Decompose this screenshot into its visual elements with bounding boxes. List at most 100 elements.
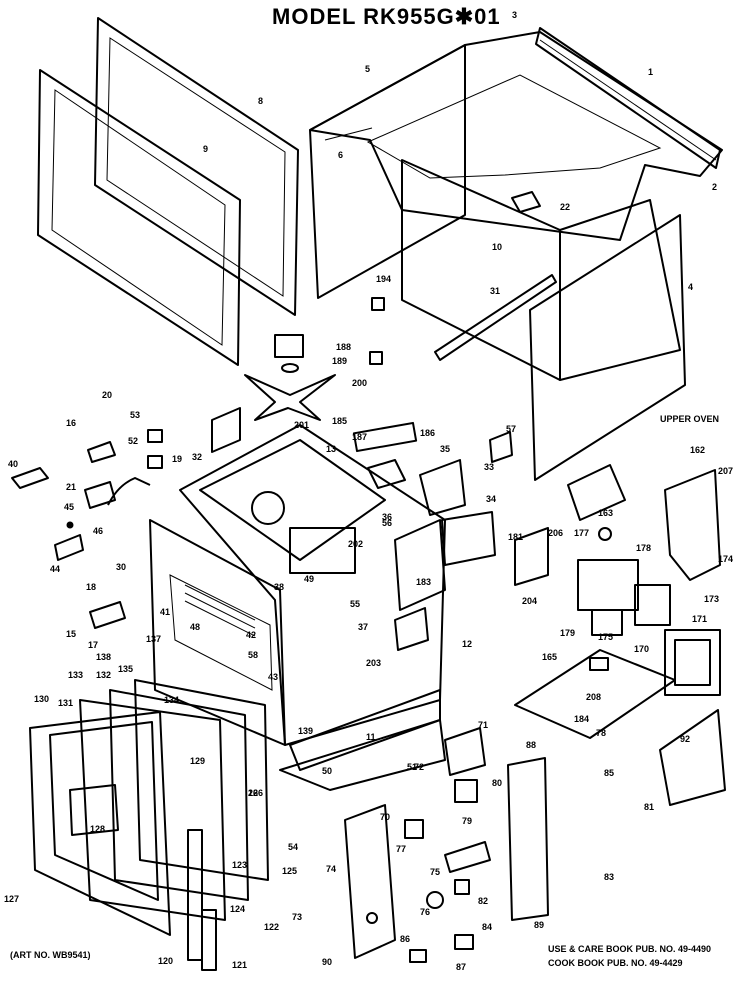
- use-care-book-note: USE & CARE BOOK PUB. NO. 49-4490: [548, 944, 711, 954]
- callout-19: 19: [172, 454, 182, 464]
- callout-203: 203: [366, 658, 381, 668]
- callout-187: 187: [352, 432, 367, 442]
- callout-84: 84: [482, 922, 492, 932]
- cover-32: [211, 407, 241, 453]
- callout-202: 202: [348, 539, 363, 549]
- bumper-upper: [371, 297, 385, 311]
- bracket-183: [567, 464, 626, 521]
- callout-70: 70: [380, 812, 390, 822]
- circuit-board-170: [514, 649, 676, 739]
- callout-175: 175: [598, 632, 613, 642]
- cover-92: [659, 709, 726, 806]
- side-panel-left: [309, 44, 466, 299]
- front-frame-outer: [94, 17, 299, 316]
- callout-174: 174: [718, 554, 733, 564]
- callout-189: 189: [332, 356, 347, 366]
- callout-76: 76: [420, 907, 430, 917]
- callout-185: 185: [332, 416, 347, 426]
- callout-124: 124: [230, 904, 245, 914]
- callout-181: 181: [508, 532, 523, 542]
- callout-15: 15: [66, 629, 76, 639]
- switch-holder-172: [394, 607, 429, 651]
- callout-43: 43: [268, 672, 278, 682]
- callout-3: 3: [512, 10, 517, 20]
- oven-cavity: [149, 424, 446, 746]
- callout-6: 6: [338, 150, 343, 160]
- bumper-lower: [369, 351, 383, 365]
- callout-163: 163: [598, 508, 613, 518]
- section-label: UPPER OVEN: [660, 414, 719, 424]
- magnetron: [577, 559, 639, 636]
- callout-135: 135: [118, 664, 133, 674]
- callout-45: 45: [64, 502, 74, 512]
- callout-10: 10: [492, 242, 502, 252]
- plate-57: [489, 431, 513, 463]
- callout-133: 133: [68, 670, 83, 680]
- bracket-187: [367, 459, 406, 489]
- outer-case-top: [309, 31, 723, 241]
- callout-173: 173: [704, 594, 719, 604]
- callout-71: 71: [478, 720, 488, 730]
- callout-128: 128: [90, 824, 105, 834]
- callout-83: 83: [604, 872, 614, 882]
- callout-9: 9: [203, 144, 208, 154]
- callout-77: 77: [396, 844, 406, 854]
- control-panel-70: [344, 804, 396, 959]
- callout-48: 48: [190, 622, 200, 632]
- callout-132: 132: [96, 670, 111, 680]
- callout-183: 183: [416, 577, 431, 587]
- transformer: [664, 629, 721, 696]
- bracket-71: [444, 727, 486, 776]
- callout-32: 32: [192, 452, 202, 462]
- callout-186: 186: [420, 428, 435, 438]
- stirrer-fan: [244, 334, 336, 421]
- cook-book-note: COOK BOOK PUB. NO. 49-4429: [548, 958, 683, 968]
- callout-130: 130: [34, 694, 49, 704]
- callout-179: 179: [560, 628, 575, 638]
- callout-41: 41: [160, 607, 170, 617]
- outer-back-panel: [535, 27, 721, 169]
- callout-58: 58: [248, 650, 258, 660]
- callout-16: 16: [66, 418, 76, 428]
- callout-208: 208: [586, 692, 601, 702]
- callout-126: 126: [248, 788, 263, 798]
- callout-207: 207: [718, 466, 733, 476]
- callout-89: 89: [534, 920, 544, 930]
- callout-165: 165: [542, 652, 557, 662]
- callout-170: 170: [634, 644, 649, 654]
- callout-55: 55: [350, 599, 360, 609]
- callout-131: 131: [58, 698, 73, 708]
- callout-87: 87: [456, 962, 466, 972]
- panel-186-plate: [514, 527, 549, 586]
- callout-1: 1: [648, 67, 653, 77]
- fan-motor-173: [634, 584, 671, 626]
- bottom-tray: [279, 689, 446, 791]
- art-number: (ART NO. WB9541): [10, 950, 91, 960]
- side-panel-right: [529, 214, 686, 481]
- callout-17: 17: [88, 640, 98, 650]
- callout-22: 22: [560, 202, 570, 212]
- bracket-22: [511, 191, 541, 213]
- duct-207: [664, 469, 721, 581]
- callout-134: 134: [164, 695, 179, 705]
- callout-8: 8: [258, 96, 263, 106]
- callout-122: 122: [264, 922, 279, 932]
- switch-33-34: [419, 459, 466, 516]
- callout-5: 5: [365, 64, 370, 74]
- callout-54: 54: [288, 842, 298, 852]
- callout-46: 46: [93, 526, 103, 536]
- bracket-75: [444, 841, 491, 873]
- callout-162: 162: [690, 445, 705, 455]
- callout-52: 52: [128, 436, 138, 446]
- callout-31: 31: [490, 286, 500, 296]
- callout-labels: 1234568910111213151617181920212226303132…: [4, 10, 733, 972]
- callout-86: 86: [400, 934, 410, 944]
- callout-50: 50: [322, 766, 332, 776]
- callout-49: 49: [304, 574, 314, 584]
- callout-139: 139: [298, 726, 313, 736]
- cabinet-box: [401, 159, 681, 381]
- callout-75: 75: [430, 867, 440, 877]
- front-frame-inner: [37, 69, 241, 366]
- callout-188: 188: [336, 342, 351, 352]
